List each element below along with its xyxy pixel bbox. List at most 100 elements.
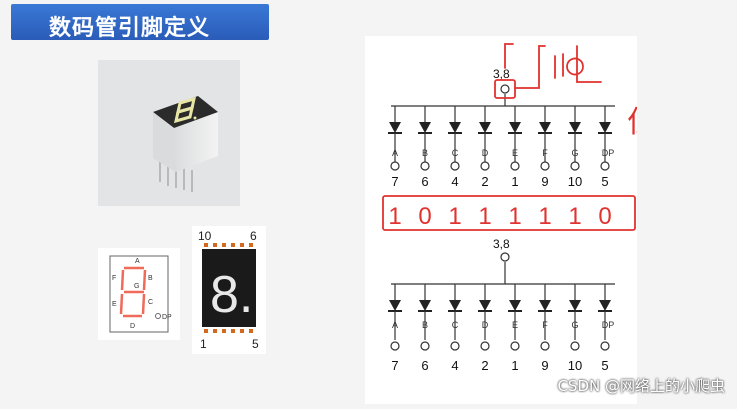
pin-number-lower: 5 xyxy=(601,358,608,373)
segment-label-upper: DP xyxy=(602,148,615,158)
pin-terminal-upper xyxy=(390,161,400,171)
segment-label-lower: E xyxy=(512,320,518,330)
pin-label-top-right: 6 xyxy=(250,229,257,243)
pin-number-upper: 7 xyxy=(391,174,398,189)
seg-label-c: C xyxy=(148,299,153,306)
pin-label-top-left: 10 xyxy=(198,229,212,243)
segment-label-lower: D xyxy=(482,320,489,330)
pin-label-bottom-left: 1 xyxy=(200,337,207,351)
pin-terminal-upper xyxy=(510,161,520,171)
handwritten-bit: 1 xyxy=(568,203,581,230)
pin-number-upper: 2 xyxy=(481,174,488,189)
diode-lower-1-triangle xyxy=(419,300,431,311)
handwritten-bit: 1 xyxy=(538,203,551,230)
handwritten-bit: 1 xyxy=(388,203,401,230)
pin-number-upper: 9 xyxy=(541,174,548,189)
handwritten-bit: 1 xyxy=(478,203,491,230)
segment-label-lower: C xyxy=(452,320,459,330)
diode-upper-4-triangle xyxy=(509,122,521,133)
diode-upper-2-triangle xyxy=(449,122,461,133)
pin-number-upper: 4 xyxy=(451,174,458,189)
slide-title: 数码管引脚定义 xyxy=(49,16,211,41)
pin-number-upper: 5 xyxy=(601,174,608,189)
pin-terminal-upper xyxy=(540,161,550,171)
diode-upper-6-triangle xyxy=(569,122,581,133)
pin-terminal-lower xyxy=(450,341,460,351)
segment-label-lower: A xyxy=(392,320,398,330)
segment-label-upper: C xyxy=(452,148,459,158)
diode-upper-3-triangle xyxy=(479,122,491,133)
pin-terminal-lower xyxy=(570,341,580,351)
common-pin-circle-mark xyxy=(494,79,516,99)
seg-label-b: B xyxy=(148,275,153,282)
diode-lower-2-triangle xyxy=(449,300,461,311)
common-label-upper: 3,8 xyxy=(493,67,510,81)
seg-label-g: G xyxy=(134,283,139,290)
common-label-lower: 3,8 xyxy=(493,237,510,251)
seg-label-e: E xyxy=(112,301,117,308)
segment-label-lower: DP xyxy=(602,320,615,330)
handwritten-scribble xyxy=(554,45,602,83)
pin-number-lower: 7 xyxy=(391,358,398,373)
pin-number-upper: 10 xyxy=(568,174,582,189)
pinout-digit: 8. xyxy=(210,266,253,324)
segment-diagram: A B C D E F G DP xyxy=(98,248,180,340)
seg-label-f: F xyxy=(112,275,116,282)
handwritten-arrow xyxy=(514,45,546,89)
pin-number-lower: 10 xyxy=(568,358,582,373)
diode-lower-4-triangle xyxy=(509,300,521,311)
diode-lower-0-triangle xyxy=(389,300,401,311)
diode-lower-6-triangle xyxy=(569,300,581,311)
diode-upper-7-triangle xyxy=(599,122,611,133)
seg-label-dp: DP xyxy=(162,314,172,321)
diode-upper-1-triangle xyxy=(419,122,431,133)
pin-label-bottom-right: 5 xyxy=(252,337,259,351)
handwritten-bit: 0 xyxy=(598,203,611,230)
slide-title-bar: 数码管引脚定义 xyxy=(11,4,269,41)
pin-terminal-upper xyxy=(480,161,490,171)
segment-label-upper: B xyxy=(422,148,428,158)
handwritten-note: 位选 xyxy=(627,106,637,139)
pin-terminal-upper xyxy=(600,161,610,171)
pin-number-upper: 1 xyxy=(511,174,518,189)
pinout-image: 10 6 8. 1 5 xyxy=(192,226,266,354)
segment-label-lower: B xyxy=(422,320,428,330)
handwritten-bits-box xyxy=(382,195,636,231)
segment-label-upper: G xyxy=(571,148,578,158)
pin-number-lower: 2 xyxy=(481,358,488,373)
pin-terminal-lower xyxy=(540,341,550,351)
pin-terminal-lower xyxy=(480,341,490,351)
segment-label-lower: F xyxy=(542,320,548,330)
handwritten-bit: 1 xyxy=(508,203,521,230)
display-photo xyxy=(98,60,240,206)
pin-number-lower: 6 xyxy=(421,358,428,373)
schematic-svg: 3,8 3,8 A71A7B60B6C41C4D21D2E11E1F91F9G1… xyxy=(382,43,687,373)
pin-terminal-upper xyxy=(450,161,460,171)
segment-label-upper: E xyxy=(512,148,518,158)
diode-upper-0-triangle xyxy=(389,122,401,133)
handwritten-bit: 0 xyxy=(418,203,431,230)
segment-label-lower: G xyxy=(571,320,578,330)
segment-label-upper: D xyxy=(482,148,489,158)
pin-number-lower: 4 xyxy=(451,358,458,373)
pin-number-lower: 1 xyxy=(511,358,518,373)
pin-terminal-lower xyxy=(510,341,520,351)
pin-terminal-lower xyxy=(390,341,400,351)
diode-lower-3-triangle xyxy=(479,300,491,311)
pin-number-lower: 9 xyxy=(541,358,548,373)
segment-label-upper: F xyxy=(542,148,548,158)
pin-terminal-lower xyxy=(420,341,430,351)
pin-terminal-upper xyxy=(570,161,580,171)
pin-terminal-upper xyxy=(420,161,430,171)
pin-number-upper: 6 xyxy=(421,174,428,189)
pin-terminal-lower xyxy=(600,341,610,351)
watermark: CSDN @网络上的小爬虫 xyxy=(557,377,725,395)
diode-lower-7-triangle xyxy=(599,300,611,311)
handwritten-bit: 1 xyxy=(448,203,461,230)
seg-label-a: A xyxy=(135,258,140,265)
diode-lower-5-triangle xyxy=(539,300,551,311)
seg-label-d: D xyxy=(130,323,135,330)
diode-upper-5-triangle xyxy=(539,122,551,133)
segment-label-upper: A xyxy=(392,148,398,158)
